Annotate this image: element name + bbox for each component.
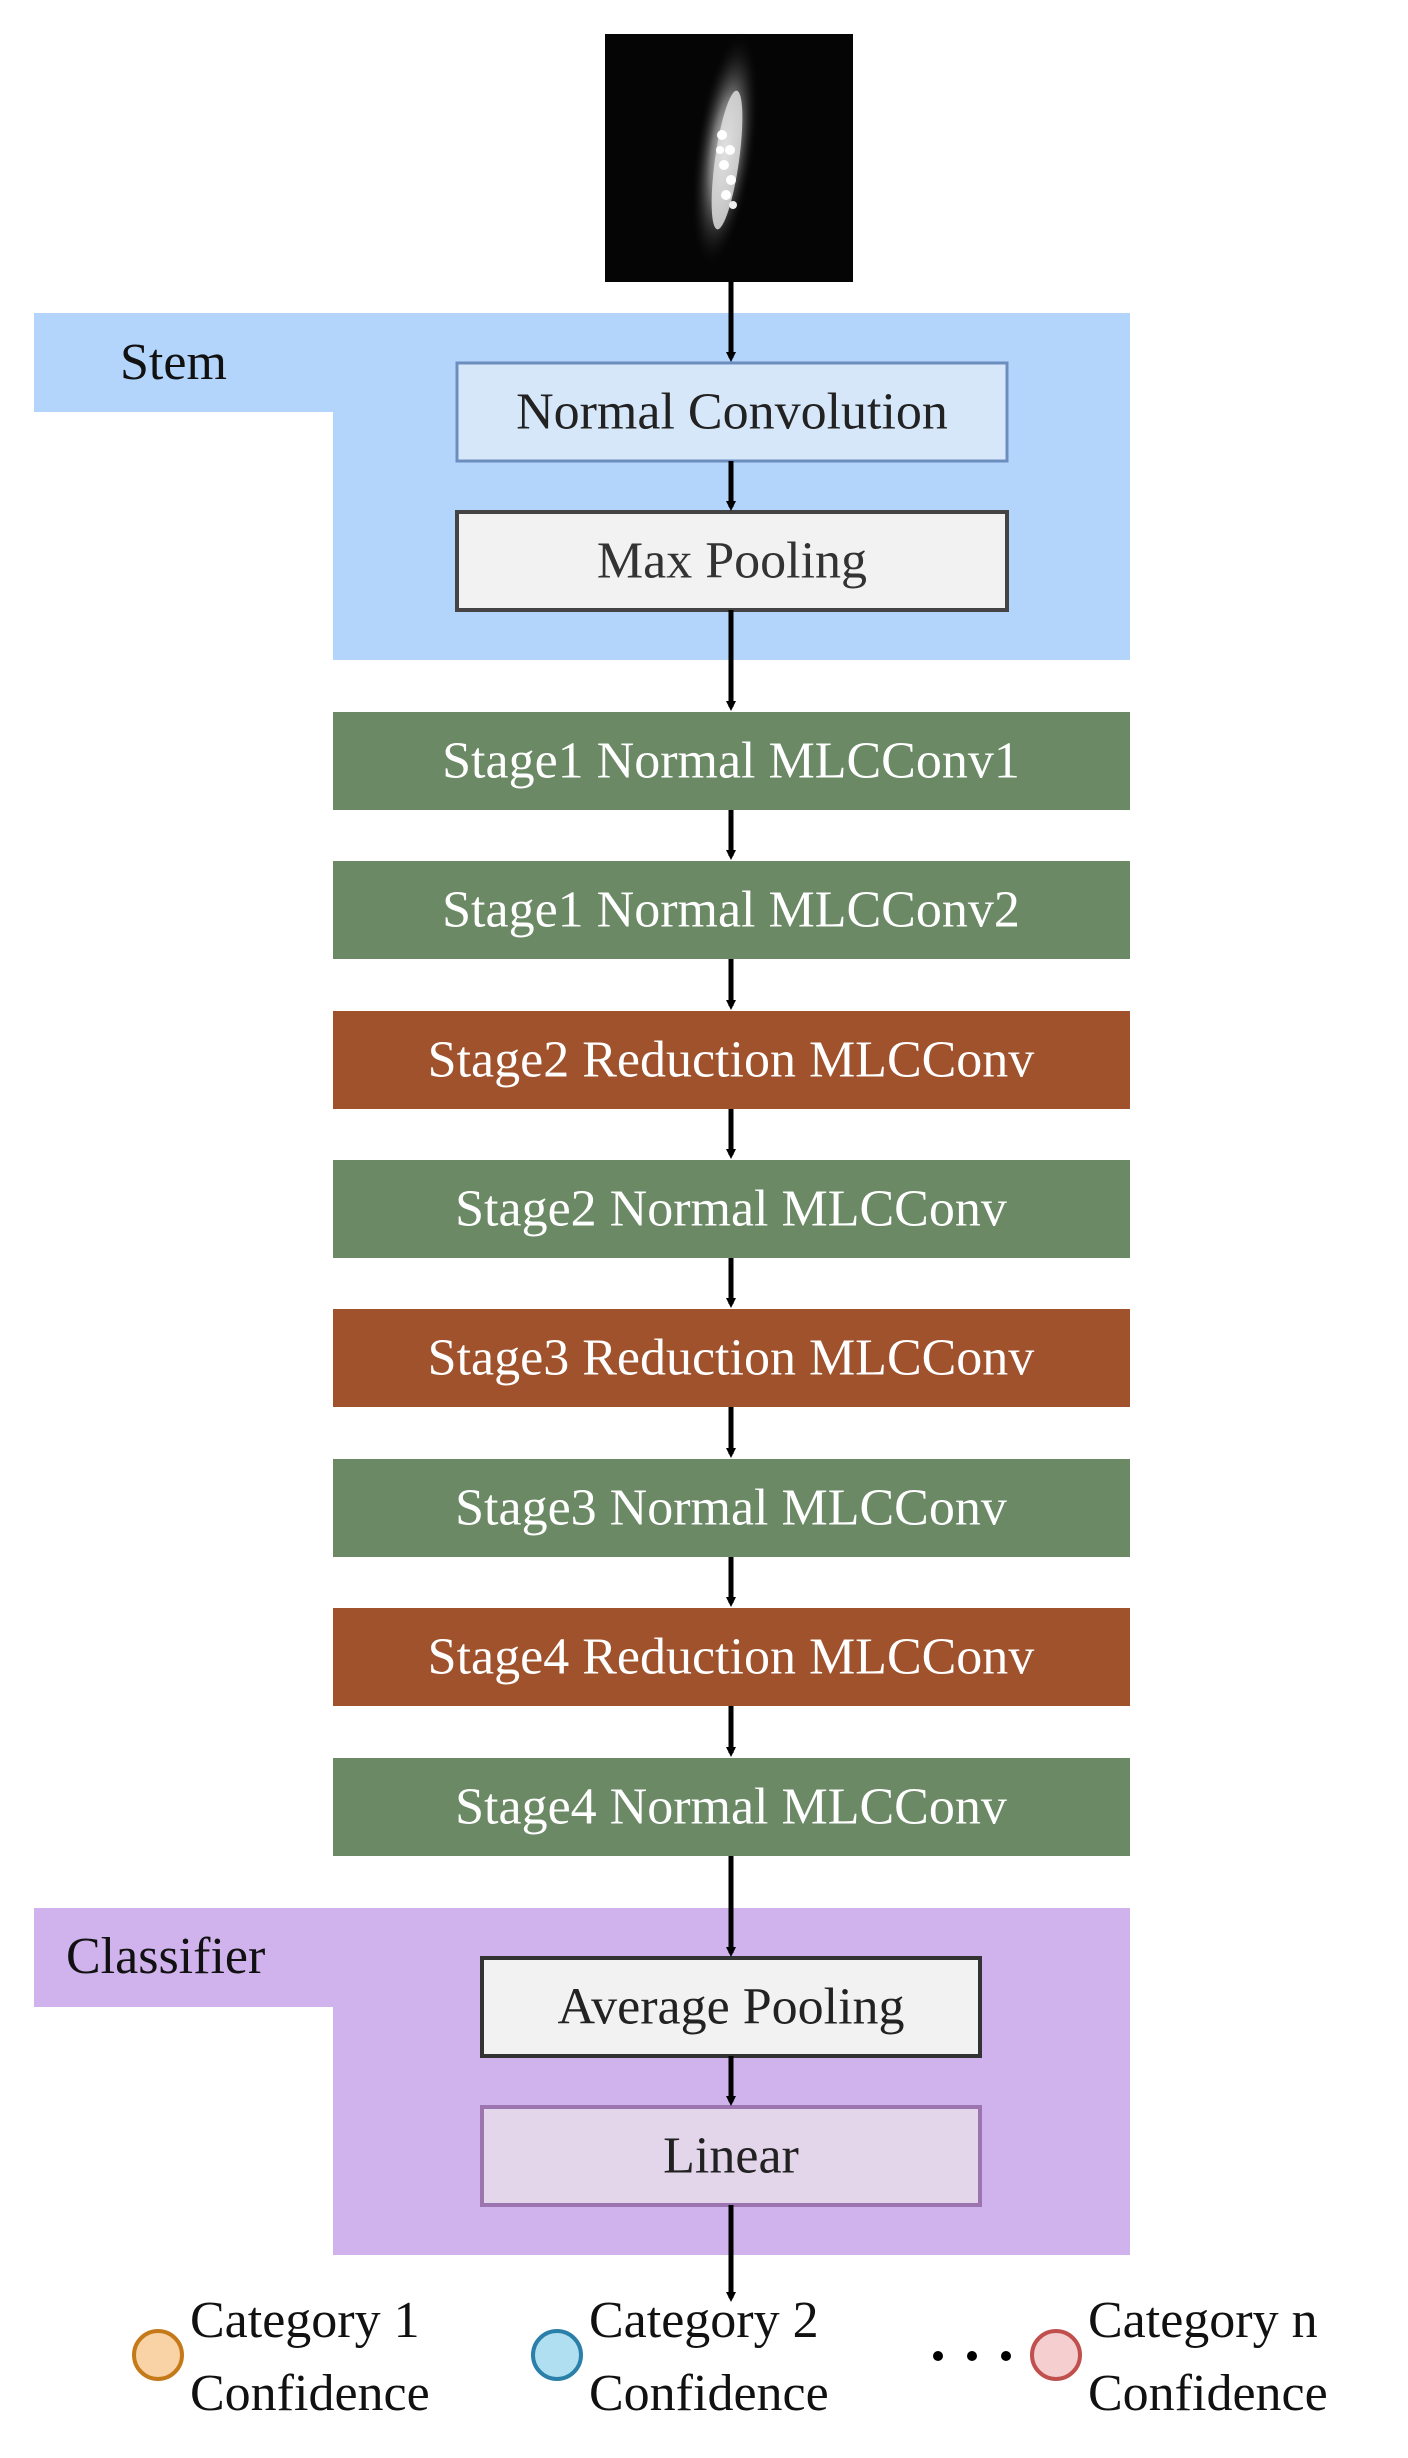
stem-group: Stem Normal Convolution Max Pooling	[34, 313, 1130, 660]
stage-label: Stage3 Normal MLCConv	[455, 1480, 1007, 1537]
stage-1-normal-1: Stage1 Normal MLCConv1	[333, 712, 1130, 810]
stage-2-reduction: Stage2 Reduction MLCConv	[333, 1011, 1130, 1109]
confidence-circle-icon	[1030, 2329, 1082, 2381]
input-image	[605, 31, 853, 282]
stage-label: Stage4 Reduction MLCConv	[428, 1629, 1035, 1686]
average-pooling-box	[480, 1956, 982, 2058]
dot	[967, 2351, 977, 2361]
output-category-1: Category 1 Confidence	[132, 2292, 430, 2422]
stage-box	[333, 712, 1130, 810]
stage-box	[333, 1011, 1130, 1109]
classifier-label: Classifier	[66, 1928, 265, 1985]
classifier-group: Classifier Average Pooling Linear	[34, 1908, 1130, 2255]
output-line1: Category 1	[190, 2292, 420, 2349]
max-pooling-box	[455, 510, 1009, 612]
grayscale-particle-image-icon	[690, 31, 760, 269]
output-category-2: Category 2 Confidence	[531, 2292, 829, 2422]
max-pooling-label: Max Pooling	[597, 533, 867, 590]
stage-label: Stage2 Normal MLCConv	[455, 1181, 1007, 1238]
dot	[933, 2351, 943, 2361]
stage-box	[333, 1160, 1130, 1258]
stage-3-normal: Stage3 Normal MLCConv	[333, 1459, 1130, 1557]
stage-2-normal: Stage2 Normal MLCConv	[333, 1160, 1130, 1258]
stage-3-reduction: Stage3 Reduction MLCConv	[333, 1309, 1130, 1407]
confidence-circle-icon	[531, 2329, 583, 2381]
output-line1: Category n	[1088, 2292, 1318, 2349]
stem-label: Stem	[120, 334, 227, 391]
average-pooling-label: Average Pooling	[557, 1979, 904, 2036]
stage-label: Stage1 Normal MLCConv1	[442, 733, 1020, 790]
stage-label: Stage3 Reduction MLCConv	[428, 1330, 1035, 1387]
output-line2: Confidence	[589, 2365, 829, 2422]
output-category-n: Category n Confidence	[1030, 2292, 1328, 2422]
stage-box	[333, 861, 1130, 959]
linear-box	[480, 2105, 982, 2207]
linear-label: Linear	[663, 2128, 799, 2185]
stage-label: Stage4 Normal MLCConv	[455, 1779, 1007, 1836]
stage-label: Stage1 Normal MLCConv2	[442, 882, 1020, 939]
normal-convolution-label: Normal Convolution	[516, 384, 948, 441]
stage-4-normal: Stage4 Normal MLCConv	[333, 1758, 1130, 1856]
output-line2: Confidence	[190, 2365, 430, 2422]
stage-box	[333, 1459, 1130, 1557]
ellipsis-dots	[933, 2351, 1011, 2361]
dot	[1001, 2351, 1011, 2361]
output-line1: Category 2	[589, 2292, 819, 2349]
stage-box	[333, 1608, 1130, 1706]
stage-box	[333, 1758, 1130, 1856]
stage-4-reduction: Stage4 Reduction MLCConv	[333, 1608, 1130, 1706]
stage-label: Stage2 Reduction MLCConv	[428, 1032, 1035, 1089]
stage-box	[333, 1309, 1130, 1407]
output-line2: Confidence	[1088, 2365, 1328, 2422]
stage-1-normal-2: Stage1 Normal MLCConv2	[333, 861, 1130, 959]
confidence-circle-icon	[132, 2329, 184, 2381]
